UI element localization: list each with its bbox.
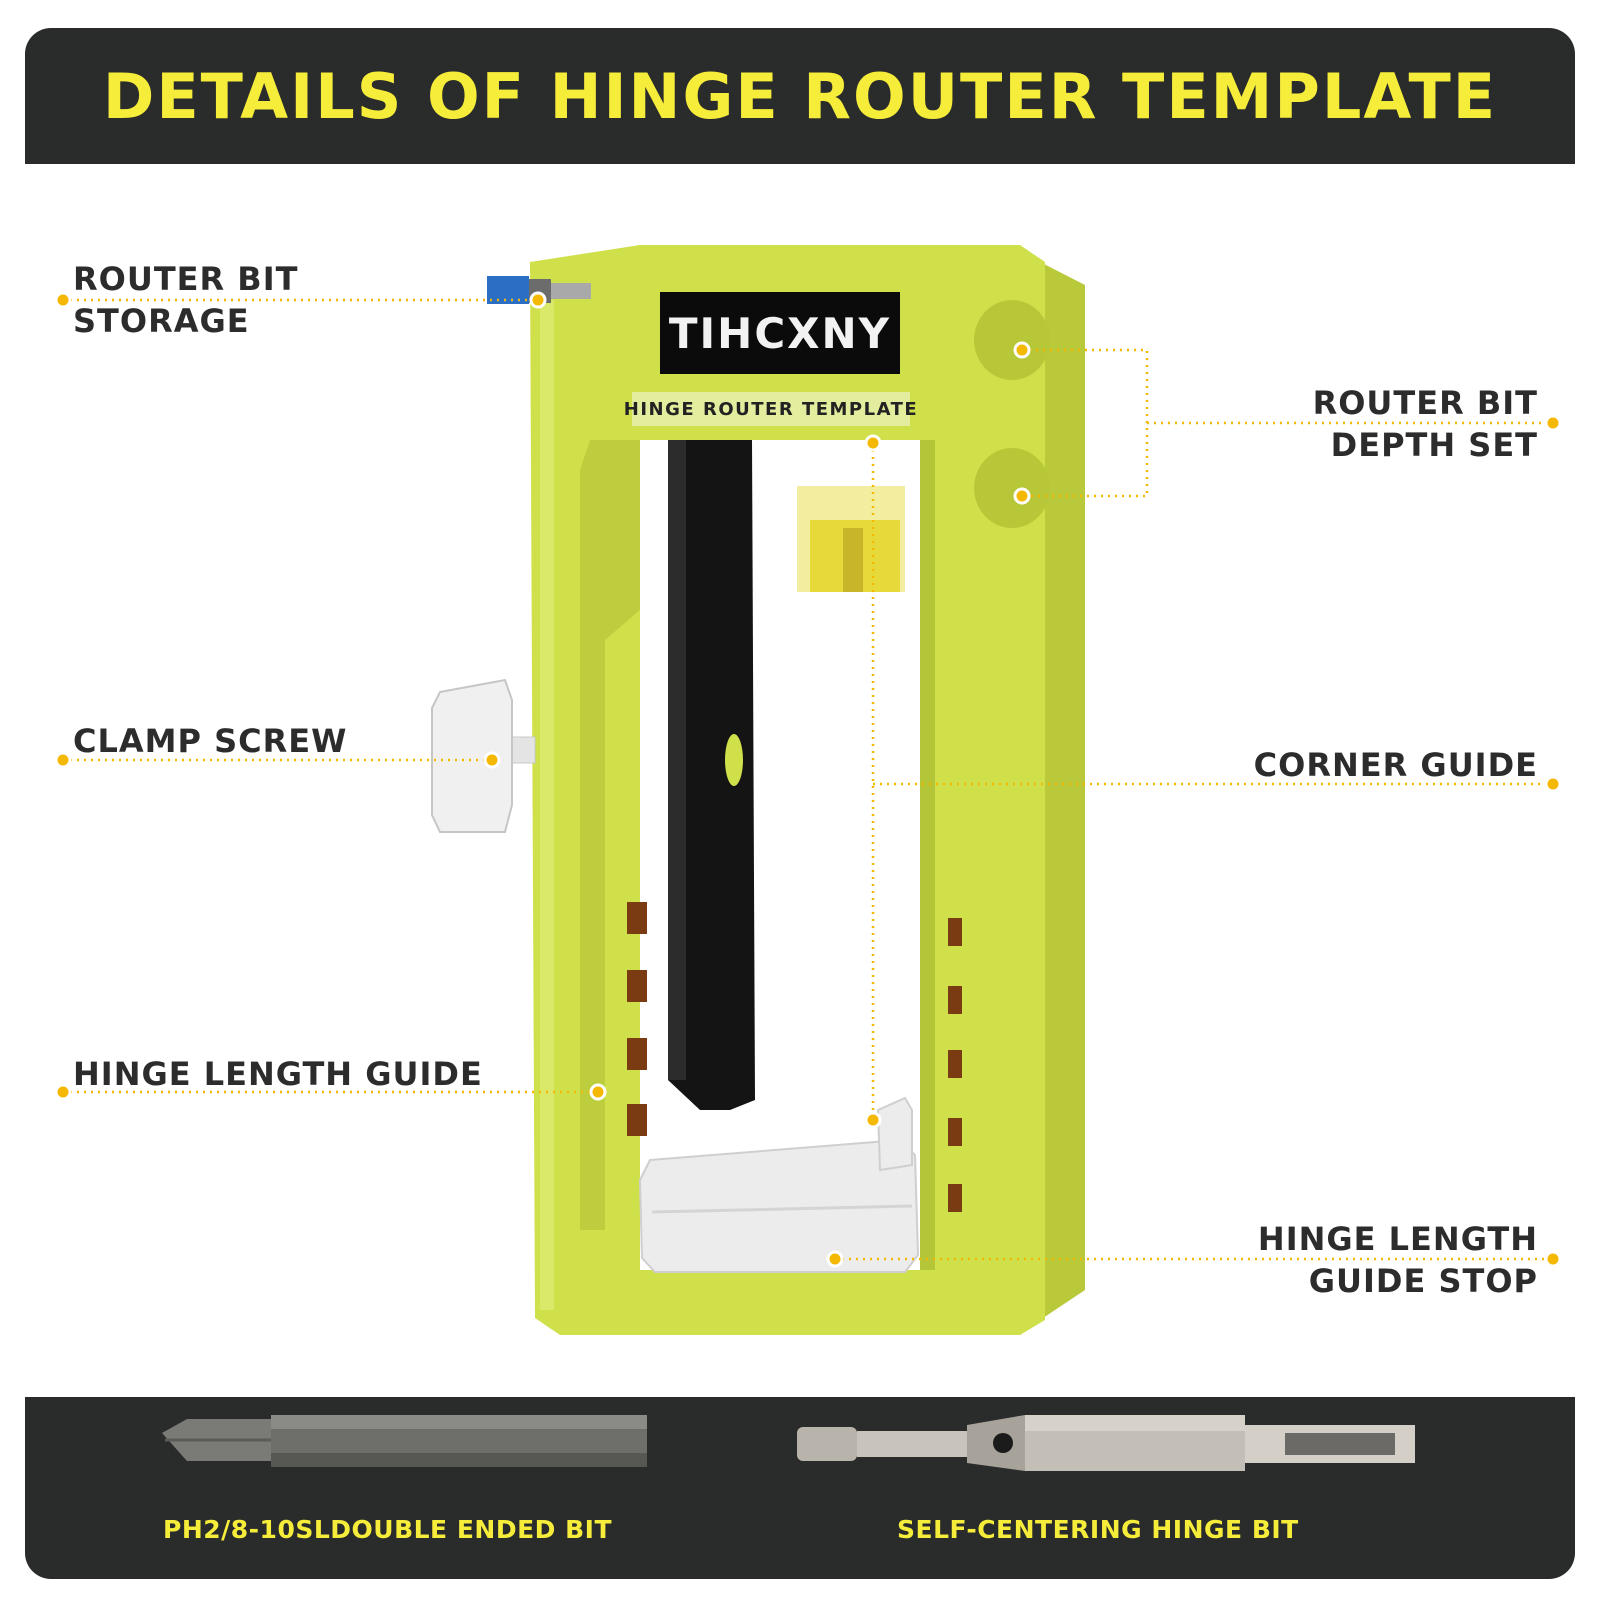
dot-depth-set-lower — [1013, 487, 1031, 505]
accessory-illustrations — [162, 1415, 1415, 1471]
hinge-guide-stop-tab — [876, 1096, 913, 1172]
dot-corner-guide-top — [864, 434, 882, 452]
stored-bit-cutter — [487, 276, 529, 304]
callout-router-bit-storage: ROUTER BIT STORAGE — [73, 260, 299, 340]
dot-depth-set-upper — [1013, 341, 1031, 359]
callout-corner-guide: CORNER GUIDE — [1253, 746, 1538, 784]
caption-self-centering-hinge-bit: SELF-CENTERING HINGE BIT — [897, 1515, 1299, 1544]
dot-router-bit-storage-left — [54, 291, 72, 309]
hinge-length-guide-slots-left — [627, 902, 647, 1136]
product-subtitle-plate: HINGE ROUTER TEMPLATE — [624, 392, 917, 426]
dot-clamp-screw-left — [54, 751, 72, 769]
dot-corner-guide-bottom — [864, 1111, 882, 1129]
template-side-face — [1040, 262, 1085, 1320]
page-title: DETAILS OF HINGE ROUTER TEMPLATE — [102, 59, 1498, 133]
dot-hinge-length-guide-left — [54, 1083, 72, 1101]
frame-shadow — [920, 440, 935, 1270]
dot-hinge-guide-stop-label — [1544, 1250, 1562, 1268]
depth-set-hole-lower — [974, 448, 1050, 528]
depth-set-hole-upper — [974, 300, 1050, 380]
callout-router-bit-depth-set: ROUTER BIT DEPTH SET — [1312, 384, 1538, 464]
stored-bit-shank — [551, 283, 591, 299]
dot-hinge-length-guide-right — [589, 1083, 607, 1101]
caption-double-ended-bit: PH2/8-10SLDOUBLE ENDED BIT — [163, 1515, 613, 1544]
callout-hinge-length-guide: HINGE LENGTH GUIDE — [73, 1055, 483, 1093]
frame-highlight — [540, 300, 554, 1310]
callout-clamp-screw: CLAMP SCREW — [73, 722, 348, 760]
dot-hinge-guide-stop-left — [826, 1250, 844, 1268]
brand-name: TIHCXNY — [668, 308, 892, 358]
self-centering-hinge-bit — [797, 1415, 1415, 1471]
black-rail-plate — [668, 440, 755, 1110]
accessory-band: PH2/8-10SLDOUBLE ENDED BIT SELF-CENTERIN… — [25, 1397, 1575, 1579]
callout-dots — [54, 291, 1562, 1268]
dot-corner-guide-label — [1544, 775, 1562, 793]
brand-plate: TIHCXNY — [660, 292, 900, 374]
clamp-screw-knob — [431, 678, 513, 833]
hinge-length-guide-slots-right — [948, 918, 962, 1212]
callout-leaders — [63, 298, 1553, 1261]
dot-clamp-screw-right — [483, 751, 501, 769]
left-rail-recess — [580, 440, 640, 1230]
corner-guide-inset-notch — [843, 528, 863, 592]
title-banner: DETAILS OF HINGE ROUTER TEMPLATE — [25, 28, 1575, 164]
dot-depth-set-label — [1544, 414, 1562, 432]
product-subtitle: HINGE ROUTER TEMPLATE — [623, 398, 919, 420]
callout-hinge-length-guide-stop: HINGE LENGTH GUIDE STOP — [1257, 1220, 1538, 1300]
rail-screw-hole — [725, 734, 743, 786]
dot-router-bit-storage-right — [529, 291, 547, 309]
hinge-guide-stop-groove — [651, 1204, 913, 1214]
double-ended-bit — [162, 1415, 647, 1467]
black-rail-edge — [668, 440, 686, 1080]
